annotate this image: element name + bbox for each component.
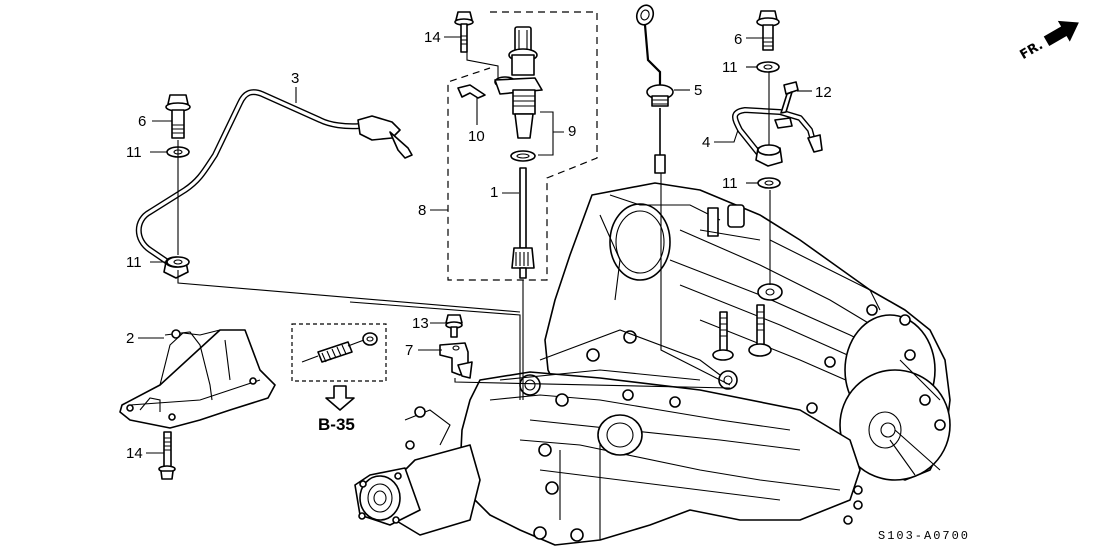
dipstick-part-5	[635, 4, 674, 174]
bolt-part-13	[445, 314, 463, 338]
speed-sensor-part-9	[494, 26, 543, 162]
callout-8[interactable]: 8	[418, 202, 426, 219]
assembly-line	[466, 52, 499, 78]
bracket-part-7	[439, 342, 473, 379]
assembly-line	[660, 173, 731, 386]
reference-box	[291, 323, 387, 382]
stud-bolt	[712, 311, 734, 361]
diagram-code: S103-A0700	[878, 529, 970, 543]
transmission-housing	[354, 182, 951, 546]
callout-6-right[interactable]: 6	[734, 31, 742, 48]
callout-10[interactable]: 10	[468, 128, 485, 145]
bolt-part-14-bottom	[158, 431, 176, 480]
front-direction-arrow-icon: FR.	[1017, 20, 1079, 63]
bolt-part-12	[780, 81, 799, 114]
callout-4[interactable]: 4	[702, 134, 710, 151]
callout-9[interactable]: 9	[568, 123, 576, 140]
assembly-line	[177, 270, 521, 313]
callout-2[interactable]: 2	[126, 330, 134, 347]
callout-11-left-upper[interactable]: 11	[126, 144, 142, 161]
callout-1[interactable]: 1	[490, 184, 498, 201]
clip-part-10	[457, 84, 486, 99]
callout-labels: 1 2 3 4 5 6 6 7 8 9 10 11 11	[126, 29, 832, 462]
callout-11-right-upper[interactable]: 11	[722, 59, 738, 76]
cross-reference-label[interactable]: B-35	[318, 415, 355, 434]
banjo-bolt-part-6-left	[165, 94, 191, 268]
assembly-line	[454, 378, 731, 389]
callout-13[interactable]: 13	[412, 315, 429, 332]
driven-gear-shaft-part-1	[511, 167, 535, 279]
callout-5[interactable]: 5	[694, 82, 702, 99]
assembly-group-8-outline	[447, 11, 598, 281]
callout-6-left[interactable]: 6	[138, 113, 146, 130]
down-outline-arrow-icon	[325, 385, 355, 411]
stud-bolt	[748, 304, 772, 357]
bolt-part-14-top	[454, 11, 474, 53]
assembly-line	[349, 301, 521, 400]
breather-pipe-part-4	[732, 107, 823, 167]
front-direction-label: FR.	[1017, 38, 1045, 63]
callout-11-right-lower[interactable]: 11	[722, 175, 738, 192]
callout-14-top[interactable]: 14	[424, 29, 441, 46]
callout-3[interactable]: 3	[291, 70, 299, 87]
callout-14-bottom[interactable]: 14	[126, 445, 143, 462]
callout-11-left-lower[interactable]: 11	[126, 254, 142, 271]
callout-12[interactable]: 12	[815, 84, 832, 101]
transmission-mount-bracket-part-2	[119, 329, 276, 429]
callout-7[interactable]: 7	[405, 342, 413, 359]
